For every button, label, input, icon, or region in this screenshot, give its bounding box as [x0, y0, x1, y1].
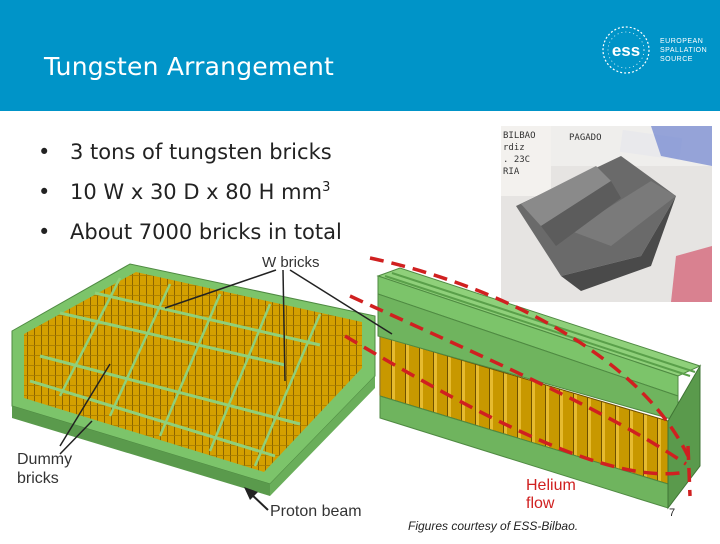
label-helium-line-2: flow — [526, 495, 555, 512]
bullet-item: • 3 tons of tungsten bricks — [38, 133, 342, 173]
label-dummy-line-2: bricks — [17, 470, 59, 487]
photo-label-right: PAGADO — [569, 133, 602, 143]
logo-line-1: EUROPEAN — [660, 38, 704, 45]
photo-label-line: rdiz — [503, 143, 525, 153]
bullet-item: • 10 W x 30 D x 80 H mm3 — [38, 173, 342, 213]
ess-logo-icon: ess — [602, 26, 650, 74]
dummy-bricks-pointers — [59, 363, 111, 455]
label-proton-beam: Proton beam — [270, 503, 362, 520]
photo-label-line: . 23C — [503, 155, 530, 165]
ess-logo: ess EUROPEAN SPALLATION SOURCE — [596, 24, 708, 76]
figure-credit: Figures courtesy of ESS-Bilbao. — [408, 519, 579, 533]
logo-line-3: SOURCE — [660, 56, 693, 63]
slide-title: Tungsten Arrangement — [44, 52, 335, 81]
bullet-dot: • — [38, 140, 51, 164]
bullet-text: 10 W x 30 D x 80 H mm — [70, 180, 323, 204]
label-dummy-line-1: Dummy — [17, 451, 73, 468]
bullet-dot: • — [38, 220, 51, 244]
label-helium-line-1: Helium — [526, 477, 576, 494]
w-bricks-pointers — [164, 269, 393, 382]
brick-module — [376, 267, 702, 510]
tungsten-photo: BILBAO rdiz . 23C RIA PAGADO — [501, 126, 712, 302]
bullet-item: • About 7000 bricks in total — [38, 213, 342, 253]
page-number: 7 — [669, 507, 676, 519]
bullet-list: • 3 tons of tungsten bricks • 10 W x 30 D … — [38, 133, 342, 253]
bullet-sup: 3 — [322, 180, 331, 195]
label-w-bricks: W bricks — [262, 254, 320, 271]
photo-label-line: RIA — [503, 167, 520, 177]
slide-header: Tungsten Arrangement ess EUROPEAN SPALLA… — [0, 0, 720, 111]
bullet-dot: • — [38, 180, 51, 204]
bullet-text: 3 tons of tungsten bricks — [70, 140, 332, 164]
photo-label-line: BILBAO — [503, 131, 536, 141]
logo-mark: ess — [612, 41, 640, 60]
helium-flow-arrow — [344, 256, 692, 497]
logo-line-2: SPALLATION — [660, 47, 708, 54]
proton-beam-arrow — [244, 487, 269, 511]
bullet-text: About 7000 bricks in total — [70, 220, 342, 244]
tungsten-diagram — [0, 246, 720, 540]
